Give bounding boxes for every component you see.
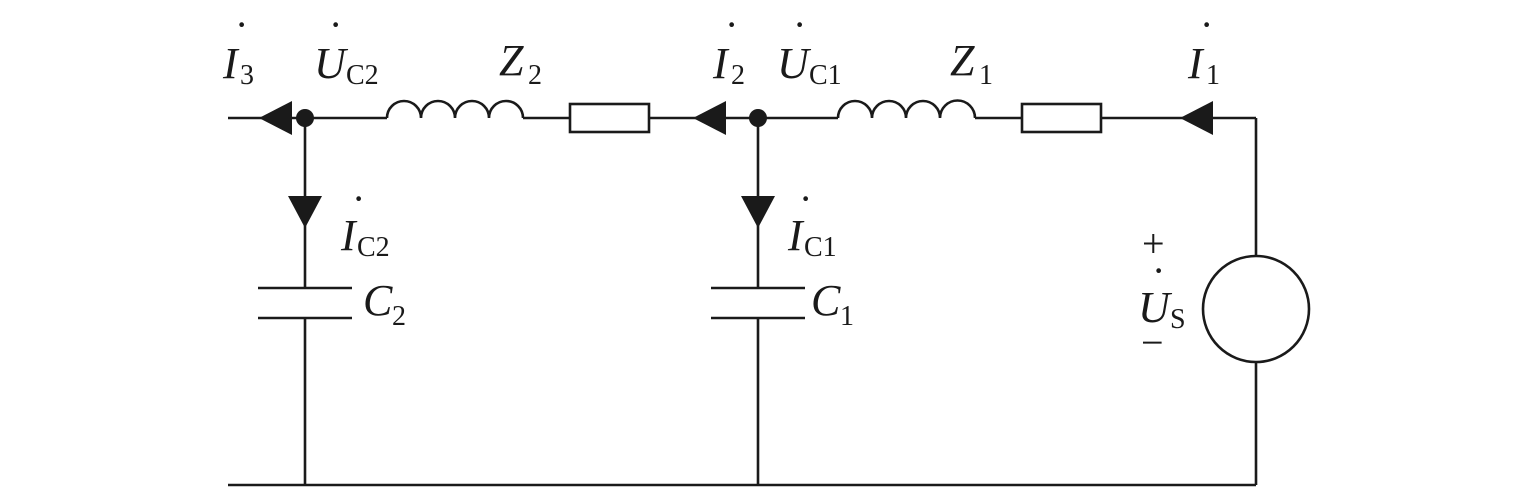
- voltage-source-us: [1201, 254, 1311, 364]
- label-ic1-sub: C1: [804, 232, 837, 263]
- arrow-i1: [1180, 101, 1213, 135]
- label-z1: Z: [950, 36, 975, 85]
- node-uc1: [749, 109, 767, 127]
- inductor-z1: [836, 99, 977, 119]
- label-uc1-dot: ·: [793, 2, 806, 47]
- arrow-ic1: [741, 196, 775, 228]
- label-us-minus: −: [1141, 320, 1164, 365]
- label-i1-sub: 1: [1206, 60, 1220, 91]
- label-c2-sub: 2: [392, 301, 406, 332]
- label-z1-sub: 1: [979, 60, 993, 91]
- label-uc1: U: [777, 39, 812, 88]
- label-ic1-dot: ·: [799, 176, 812, 221]
- label-uc2-dot: ·: [329, 2, 342, 47]
- label-uc1-sub: C1: [809, 60, 842, 91]
- label-ic2-sub: C2: [357, 232, 390, 263]
- label-z2: Z: [499, 36, 524, 85]
- node-uc2: [296, 109, 314, 127]
- resistor-z2: [568, 102, 651, 134]
- label-ic2: I: [340, 211, 358, 260]
- arrow-i3: [259, 101, 292, 135]
- label-us-plus: +: [1142, 221, 1165, 266]
- label-us-sub: S: [1170, 304, 1186, 335]
- label-i2-sub: 2: [731, 60, 745, 91]
- label-i2: I: [712, 39, 730, 88]
- label-us-dot: ·: [1152, 248, 1165, 293]
- label-i1-dot: ·: [1200, 2, 1213, 47]
- label-i3-dot: ·: [235, 2, 248, 47]
- label-z2-sub: 2: [528, 60, 542, 91]
- label-c2: C: [363, 276, 393, 325]
- label-uc2: U: [314, 39, 349, 88]
- arrow-ic2: [288, 196, 322, 228]
- label-i3-sub: 3: [240, 60, 254, 91]
- inductor-z2: [385, 99, 525, 119]
- label-uc2-sub: C2: [346, 60, 379, 91]
- label-i2-dot: ·: [725, 2, 738, 47]
- label-ic1: I: [787, 211, 805, 260]
- resistor-z1: [1020, 102, 1103, 134]
- arrow-i2: [693, 101, 726, 135]
- label-i3: I: [222, 39, 240, 88]
- label-c1-sub: 1: [840, 301, 854, 332]
- label-c1: C: [811, 276, 841, 325]
- label-ic2-dot: ·: [352, 176, 365, 221]
- label-us: U: [1138, 283, 1173, 332]
- label-i1: I: [1187, 39, 1205, 88]
